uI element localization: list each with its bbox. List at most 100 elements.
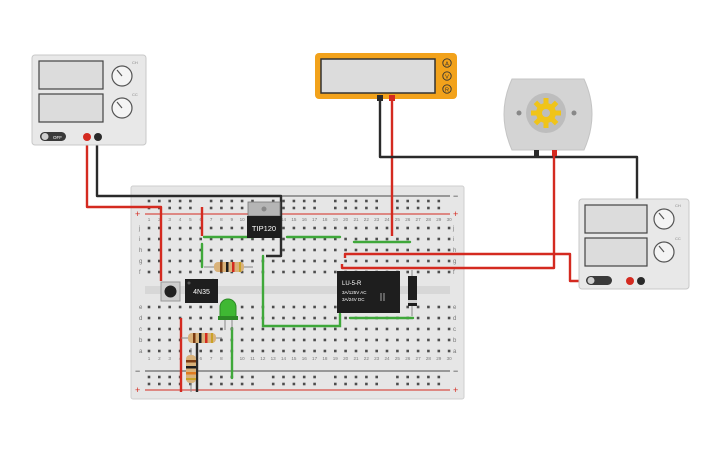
breadboard-hole[interactable] — [220, 327, 223, 331]
breadboard-hole[interactable] — [209, 259, 213, 263]
breadboard-hole[interactable] — [323, 305, 327, 309]
breadboard-hole[interactable] — [313, 305, 316, 309]
breadboard-hole[interactable] — [323, 338, 327, 342]
breadboard-hole[interactable] — [375, 349, 378, 353]
breadboard-hole[interactable] — [302, 226, 306, 230]
rail-hole[interactable] — [251, 199, 254, 203]
breadboard-hole[interactable] — [282, 316, 285, 320]
breadboard-hole[interactable] — [396, 226, 399, 230]
breadboard-hole[interactable] — [344, 316, 347, 320]
breadboard-hole[interactable] — [344, 237, 347, 241]
breadboard-hole[interactable] — [158, 316, 161, 320]
breadboard-hole[interactable] — [427, 270, 430, 274]
breadboard-hole[interactable] — [240, 349, 244, 353]
rail-hole[interactable] — [416, 375, 420, 379]
breadboard-hole[interactable] — [158, 327, 161, 331]
breadboard-hole[interactable] — [416, 226, 420, 230]
motor-terminal-negative[interactable] — [534, 150, 539, 156]
breadboard-hole[interactable] — [240, 259, 244, 263]
breadboard-hole[interactable] — [375, 237, 378, 241]
rail-hole[interactable] — [168, 382, 171, 386]
breadboard-hole[interactable] — [385, 338, 389, 342]
rail-hole[interactable] — [406, 199, 409, 203]
breadboard-hole[interactable] — [406, 270, 409, 274]
breadboard-hole[interactable] — [271, 248, 275, 252]
breadboard-hole[interactable] — [282, 270, 285, 274]
breadboard-hole[interactable] — [323, 226, 327, 230]
breadboard-hole[interactable] — [168, 226, 171, 230]
transistor-tip120[interactable]: TIP120 — [247, 201, 281, 238]
breadboard-hole[interactable] — [323, 270, 327, 274]
breadboard-hole[interactable] — [437, 237, 441, 241]
breadboard-hole[interactable] — [334, 316, 337, 320]
breadboard-hole[interactable] — [168, 338, 171, 342]
rail-hole[interactable] — [189, 382, 192, 386]
breadboard-hole[interactable] — [178, 248, 182, 252]
breadboard-hole[interactable] — [147, 338, 151, 342]
breadboard-hole[interactable] — [437, 305, 441, 309]
breadboard-hole[interactable] — [447, 349, 451, 353]
rail-hole[interactable] — [230, 382, 234, 386]
rail-hole[interactable] — [427, 206, 430, 210]
rail-hole[interactable] — [334, 382, 337, 386]
breadboard-hole[interactable] — [220, 226, 223, 230]
breadboard-hole[interactable] — [313, 349, 316, 353]
breadboard-hole[interactable] — [220, 349, 223, 353]
breadboard-hole[interactable] — [416, 259, 420, 263]
breadboard-hole[interactable] — [199, 237, 202, 241]
breadboard-hole[interactable] — [292, 349, 296, 353]
breadboard-hole[interactable] — [240, 270, 244, 274]
breadboard-hole[interactable] — [344, 327, 347, 331]
breadboard-hole[interactable] — [302, 237, 306, 241]
breadboard-hole[interactable] — [427, 259, 430, 263]
breadboard-hole[interactable] — [427, 248, 430, 252]
breadboard-hole[interactable] — [447, 305, 451, 309]
rail-hole[interactable] — [230, 199, 234, 203]
breadboard-hole[interactable] — [251, 259, 254, 263]
breadboard-hole[interactable] — [158, 259, 161, 263]
breadboard-hole[interactable] — [313, 248, 316, 252]
rail-hole[interactable] — [406, 375, 409, 379]
breadboard-hole[interactable] — [427, 305, 430, 309]
breadboard-hole[interactable] — [396, 248, 399, 252]
rail-hole[interactable] — [365, 382, 368, 386]
rail-hole[interactable] — [354, 199, 358, 203]
rail-hole[interactable] — [240, 375, 244, 379]
rail-hole[interactable] — [240, 206, 244, 210]
rail-hole[interactable] — [189, 199, 192, 203]
breadboard-hole[interactable] — [416, 248, 420, 252]
breadboard-hole[interactable] — [168, 259, 171, 263]
rail-hole[interactable] — [437, 375, 441, 379]
rail-hole[interactable] — [220, 206, 223, 210]
breadboard-hole[interactable] — [427, 349, 430, 353]
breadboard-hole[interactable] — [209, 305, 213, 309]
rail-hole[interactable] — [282, 199, 285, 203]
rail-hole[interactable] — [209, 206, 213, 210]
breadboard-hole[interactable] — [271, 259, 275, 263]
rail-hole[interactable] — [209, 382, 213, 386]
breadboard-hole[interactable] — [427, 338, 430, 342]
breadboard-hole[interactable] — [271, 327, 275, 331]
rail-hole[interactable] — [354, 382, 358, 386]
breadboard-hole[interactable] — [220, 259, 223, 263]
breadboard-hole[interactable] — [271, 338, 275, 342]
breadboard-hole[interactable] — [354, 327, 358, 331]
breadboard-hole[interactable] — [230, 248, 234, 252]
rail-hole[interactable] — [334, 199, 337, 203]
rail-hole[interactable] — [251, 375, 254, 379]
red-wire-left-supply[interactable] — [85, 140, 163, 281]
breadboard-hole[interactable] — [158, 349, 161, 353]
breadboard-hole[interactable] — [178, 226, 182, 230]
breadboard-hole[interactable] — [158, 338, 161, 342]
breadboard-hole[interactable] — [334, 248, 337, 252]
rail-hole[interactable] — [375, 382, 378, 386]
rail-hole[interactable] — [437, 382, 441, 386]
breadboard-hole[interactable] — [147, 316, 151, 320]
breadboard-hole[interactable] — [251, 248, 254, 252]
breadboard-hole[interactable] — [385, 349, 389, 353]
breadboard-hole[interactable] — [344, 338, 347, 342]
breadboard-hole[interactable] — [302, 259, 306, 263]
breadboard-hole[interactable] — [302, 316, 306, 320]
rail-hole[interactable] — [437, 199, 441, 203]
breadboard-hole[interactable] — [323, 327, 327, 331]
